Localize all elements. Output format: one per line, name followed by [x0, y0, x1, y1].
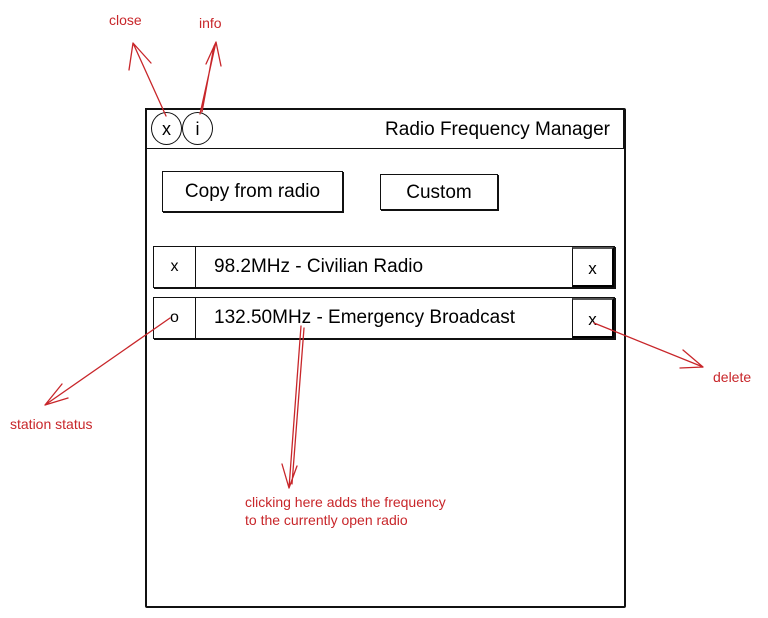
click-annotation-line2: to the currently open radio — [245, 512, 408, 528]
station-label[interactable]: 132.50MHz - Emergency Broadcast — [214, 307, 515, 328]
click-annotation-line1: clicking here adds the frequency — [245, 494, 446, 510]
station-row[interactable]: x 98.2MHz - Civilian Radio x — [153, 246, 615, 288]
window-title: Radio Frequency Manager — [385, 119, 610, 140]
delete-arrow — [593, 322, 704, 369]
click-arrow — [281, 325, 305, 489]
close-annotation: close — [109, 12, 142, 28]
info-annotation: info — [199, 15, 222, 31]
station-row[interactable]: o 132.50MHz - Emergency Broadcast x — [153, 297, 615, 339]
station-status-arrow — [44, 317, 171, 406]
station-status-icon: o — [154, 298, 196, 338]
info-arrow — [199, 41, 222, 115]
station-status-annotation: station status — [10, 416, 93, 432]
delete-annotation: delete — [713, 369, 752, 385]
station-label[interactable]: 98.2MHz - Civilian Radio — [214, 256, 424, 277]
delete-button[interactable]: x — [572, 298, 614, 338]
info-button[interactable]: i — [182, 112, 213, 145]
delete-button[interactable]: x — [572, 247, 614, 287]
app-window — [145, 108, 626, 608]
custom-button[interactable]: Custom — [380, 174, 498, 210]
title-bar — [145, 108, 624, 149]
copy-from-radio-button[interactable]: Copy from radio — [162, 171, 343, 212]
close-button[interactable]: x — [151, 112, 182, 145]
station-status-icon: x — [154, 247, 196, 287]
close-arrow — [128, 42, 167, 117]
